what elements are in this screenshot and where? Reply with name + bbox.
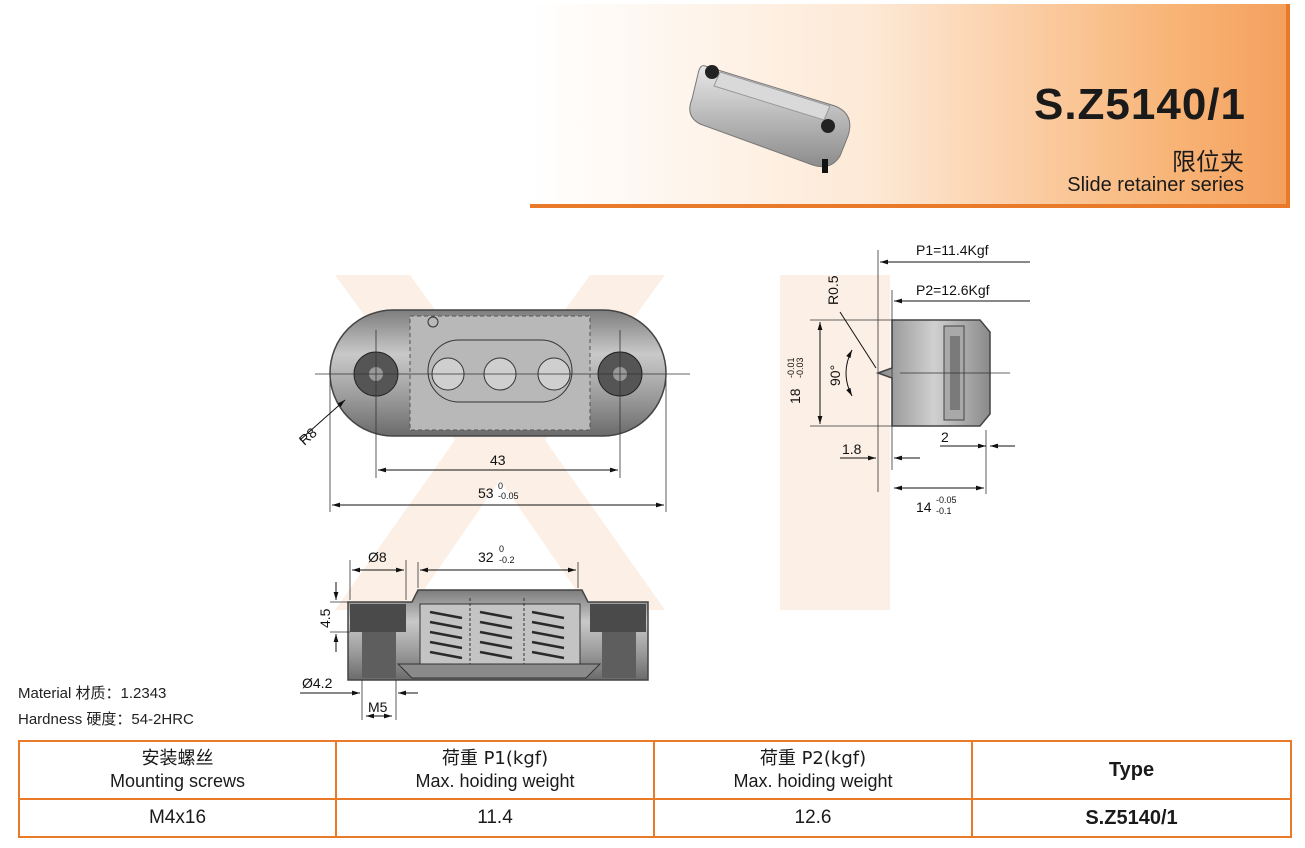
- dim-1-8: 1.8: [842, 441, 862, 457]
- model-title: S.Z5140/1: [1033, 80, 1246, 129]
- dim-14-tol-top: -0.05: [936, 495, 957, 505]
- dim-p2: P2=12.6Kgf: [916, 282, 990, 298]
- product-name-cn: 限位夹: [1172, 148, 1244, 176]
- dim-r8: R8: [296, 424, 320, 448]
- dim-18-tol-bot: -0.03: [795, 357, 805, 378]
- dim-18: 18: [787, 388, 803, 404]
- dim-d4-2: Ø4.2: [302, 675, 333, 691]
- cell-type: S.Z5140/1: [971, 798, 1292, 838]
- dim-53-tol-bot: -0.05: [498, 491, 519, 501]
- table-header-row: 安装螺丝 Mounting screws 荷重 P1(kgf) Max. hoi…: [18, 740, 1292, 800]
- header-banner: S.Z5140/1 限位夹 Slide retainer series: [530, 4, 1290, 208]
- dim-2: 2: [941, 429, 949, 445]
- dim-32-tol-top: 0: [499, 544, 504, 554]
- cell-screw: M4x16: [18, 798, 337, 838]
- dim-angle: 90°: [827, 365, 843, 386]
- dim-53-tol-top: 0: [498, 481, 503, 491]
- spec-table: 安装螺丝 Mounting screws 荷重 P1(kgf) Max. hoi…: [18, 740, 1292, 838]
- dim-18-tol-top: -0.01: [786, 357, 796, 378]
- material-info: Material 材质：1.2343: [18, 685, 167, 702]
- dim-14: 14: [916, 499, 932, 515]
- dim-d8: Ø8: [368, 549, 387, 565]
- header-p1: 荷重 P1(kgf) Max. hoiding weight: [335, 740, 655, 800]
- technical-drawing: R8 43 53 0 -0.05 P1=11.4Kgf P2=12.6Kgf R…: [296, 242, 1030, 720]
- dim-14-tol-bot: -0.1: [936, 506, 952, 516]
- dim-32: 32: [478, 549, 494, 565]
- hardness-info: Hardness 硬度：54-2HRC: [18, 711, 194, 728]
- side-view: [810, 250, 1030, 494]
- dim-m5: M5: [368, 699, 388, 715]
- section-view: [300, 560, 649, 720]
- header-mounting-screws: 安装螺丝 Mounting screws: [18, 740, 337, 800]
- top-view: [299, 309, 690, 512]
- cell-p1: 11.4: [335, 798, 655, 838]
- product-name-en: Slide retainer series: [1067, 174, 1244, 196]
- header-p2: 荷重 P2(kgf) Max. hoiding weight: [653, 740, 973, 800]
- dim-r05: R0.5: [825, 275, 841, 305]
- dim-p1: P1=11.4Kgf: [916, 242, 989, 258]
- dim-53: 53: [478, 485, 494, 501]
- cell-p2: 12.6: [653, 798, 973, 838]
- dim-43: 43: [490, 452, 506, 468]
- product-image: [689, 65, 851, 173]
- dim-4-5: 4.5: [317, 608, 333, 628]
- header-type: Type: [971, 740, 1292, 800]
- dim-32-tol-bot: -0.2: [499, 555, 515, 565]
- table-row: M4x16 11.4 12.6 S.Z5140/1: [18, 798, 1292, 838]
